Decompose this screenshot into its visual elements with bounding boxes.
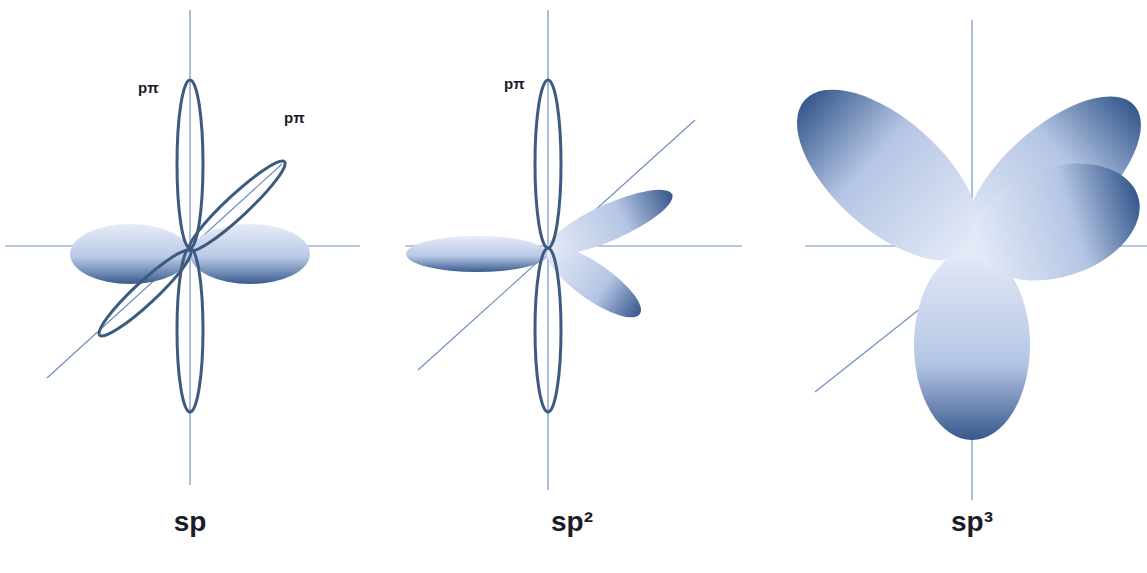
hybrid-label: sp xyxy=(174,508,207,536)
hybrid-label: sp² xyxy=(551,508,593,536)
p-orbital-label: pπ xyxy=(138,80,159,95)
sp3-orbitals xyxy=(768,59,1147,440)
p-orbital-label: pπ xyxy=(284,110,305,125)
p-orbital-label: pπ xyxy=(504,76,525,91)
sp-orbitals xyxy=(70,80,310,412)
axes xyxy=(5,10,1147,500)
hybrid-label: sp³ xyxy=(951,508,993,536)
sp2-orbitals xyxy=(406,80,679,412)
